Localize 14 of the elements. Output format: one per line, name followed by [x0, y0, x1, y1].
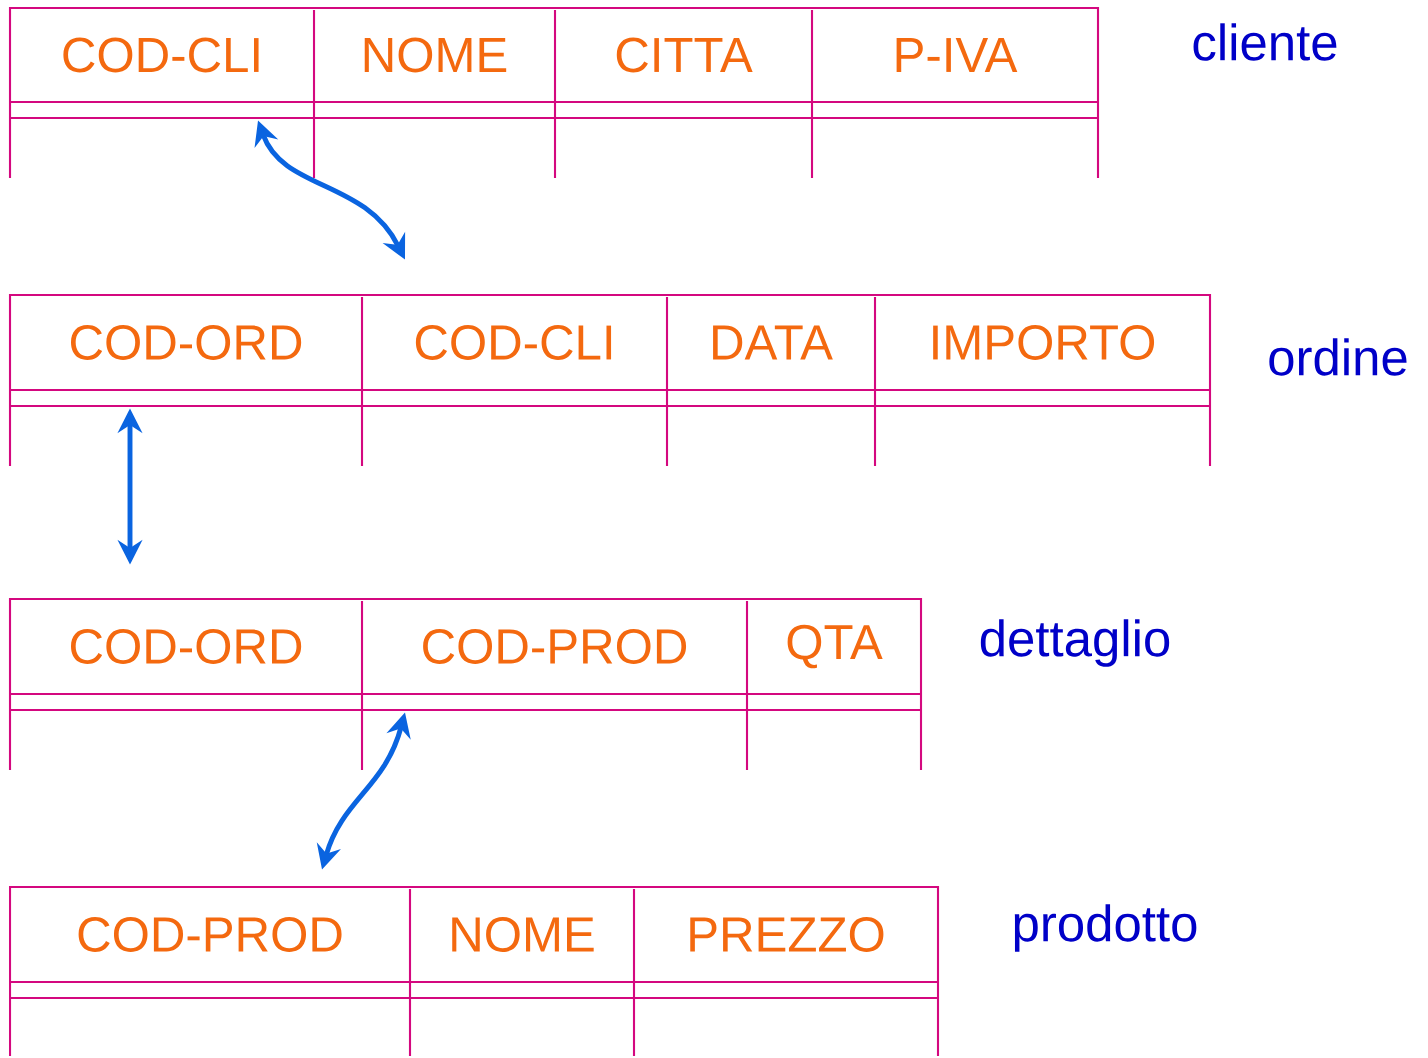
column-cell: NOME — [452, 889, 636, 1056]
column-cell: CITTA — [616, 10, 814, 178]
column-cell: COD-PROD — [78, 889, 412, 1056]
column-cell: COD-CLI — [415, 297, 669, 466]
column-cell: PREZZO — [690, 917, 884, 952]
column-cell: QTA — [787, 624, 883, 669]
column-cell: IMPORTO — [933, 325, 1155, 360]
column-cell: COD-CLI — [63, 10, 316, 178]
column-cell: COD-ORD — [71, 297, 364, 466]
column-cell: P-IVA — [896, 38, 1018, 72]
column-cell: COD-ORD — [71, 601, 364, 770]
column-cell: DATA — [713, 297, 877, 466]
column-cell: COD-PROD — [423, 601, 749, 770]
column-cell: NOME — [364, 10, 557, 178]
